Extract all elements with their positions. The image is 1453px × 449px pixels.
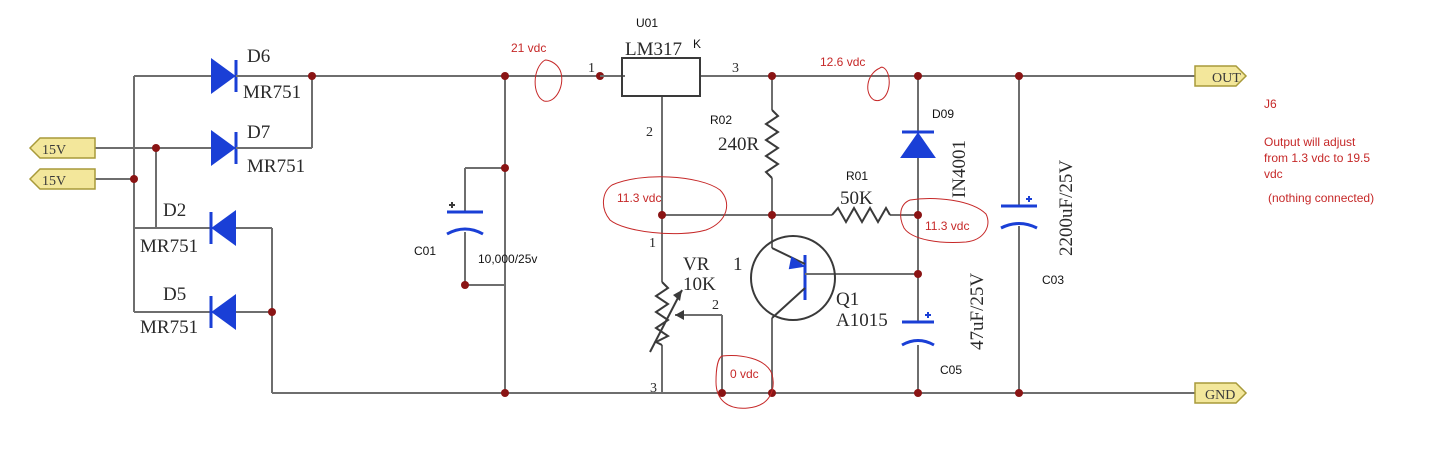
q1-ref: Q1 xyxy=(836,289,859,310)
u01-pin1: 1 xyxy=(588,61,595,76)
resistor-r02: R02 240R xyxy=(710,109,780,179)
note-line-2: from 1.3 vdc to 19.5 xyxy=(1264,151,1370,165)
port-15v-2: 15V xyxy=(28,168,96,190)
annot-11-3vdc-adj: 11.3 vdc xyxy=(617,191,661,205)
d09-part: IN4001 xyxy=(949,140,970,198)
port-gnd-label: GND xyxy=(1205,388,1235,403)
j6-ref: J6 xyxy=(1264,97,1277,111)
d09-ref: D09 xyxy=(932,107,954,121)
capacitor-c03: C03 2200uF/25V xyxy=(1000,160,1077,287)
d6-part: MR751 xyxy=(243,82,301,103)
r01-ref: R01 xyxy=(846,169,868,183)
r02-ref: R02 xyxy=(710,113,732,127)
port-15v-1-label: 15V xyxy=(42,143,66,158)
diode-d7: D7 MR751 xyxy=(211,122,305,177)
d2-ref: D2 xyxy=(163,200,186,221)
diode-d5: D5 MR751 xyxy=(140,284,236,338)
annot-0vdc: 0 vdc xyxy=(730,367,759,381)
note-line-1: Output will adjust xyxy=(1264,135,1356,149)
port-out-label: OUT xyxy=(1212,71,1241,86)
vr-pin1: 1 xyxy=(649,236,656,251)
d7-ref: D7 xyxy=(247,122,270,143)
d5-ref: D5 xyxy=(163,284,186,305)
potentiometer-vr: VR 10K 1 2 3 xyxy=(649,236,719,396)
vr-pin3: 3 xyxy=(650,381,657,396)
port-15v-2-label: 15V xyxy=(42,174,66,189)
c03-value: 2200uF/25V xyxy=(1056,160,1077,256)
c05-ref: C05 xyxy=(940,363,962,377)
diode-d2: D2 MR751 xyxy=(140,200,236,257)
c01-value: 10,000/25v xyxy=(478,252,537,266)
note-line-4: (nothing connected) xyxy=(1268,191,1374,205)
u01-pin3: 3 xyxy=(732,61,739,76)
diode-d6: D6 MR751 xyxy=(211,46,301,103)
capacitor-c01: C01 10,000/25v xyxy=(414,202,537,266)
resistor-r01: R01 50K xyxy=(831,169,891,225)
c05-value: 47uF/25V xyxy=(967,273,988,350)
port-15v-1: 15V xyxy=(28,137,96,159)
note-line-3: vdc xyxy=(1264,167,1283,181)
transistor-q1: 1 Q1 A1015 xyxy=(733,235,888,331)
voltage-annotations: 21 vdc 12.6 vdc 11.3 vdc 11.3 vdc 0 vdc … xyxy=(511,41,1374,409)
d2-part: MR751 xyxy=(140,236,198,257)
u01-pin2: 2 xyxy=(646,125,653,140)
d5-part: MR751 xyxy=(140,317,198,338)
d6-ref: D6 xyxy=(247,46,270,67)
annot-21vdc: 21 vdc xyxy=(511,41,546,55)
vr-ref: VR xyxy=(683,254,710,275)
q1-pin: 1 xyxy=(733,254,743,275)
annot-12-6vdc: 12.6 vdc xyxy=(820,55,865,69)
r02-value: 240R xyxy=(718,134,760,155)
vr-value: 10K xyxy=(683,274,716,295)
d7-part: MR751 xyxy=(247,156,305,177)
c03-ref: C03 xyxy=(1042,273,1064,287)
regulator-u01: LM317 K U01 1 3 2 xyxy=(588,16,739,140)
port-out: OUT xyxy=(1194,65,1248,87)
vr-pin2: 2 xyxy=(712,298,719,313)
junction-dots xyxy=(130,72,1023,397)
u01-part: LM317 xyxy=(625,39,682,60)
port-gnd: GND xyxy=(1194,382,1248,404)
capacitor-c05: C05 47uF/25V xyxy=(901,273,988,377)
diode-d09: D09 IN4001 xyxy=(900,107,970,198)
u01-suffix: K xyxy=(693,37,701,51)
q1-part: A1015 xyxy=(836,310,888,331)
u01-ref: U01 xyxy=(636,16,658,30)
c01-ref: C01 xyxy=(414,244,436,258)
annot-11-3vdc-r01: 11.3 vdc xyxy=(925,219,969,233)
r01-value: 50K xyxy=(840,188,873,209)
